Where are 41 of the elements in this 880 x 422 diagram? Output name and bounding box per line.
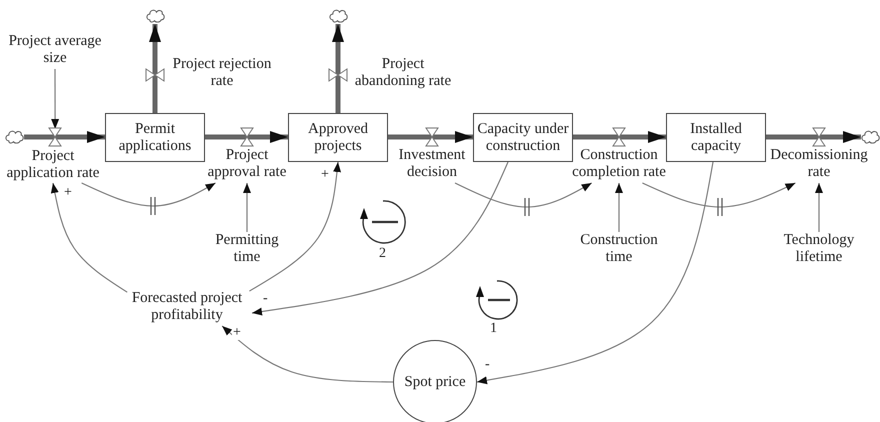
causal-arrow xyxy=(642,182,796,208)
causal-arrow xyxy=(615,183,623,232)
stock-box xyxy=(473,113,573,162)
stock-box xyxy=(666,113,766,162)
variable-label: Decomissioning rate xyxy=(769,147,869,181)
causal-arrow xyxy=(222,326,393,383)
causal-arrow xyxy=(243,183,251,232)
causal-arrow xyxy=(50,182,128,293)
variable-label: Investment decision xyxy=(398,147,466,181)
flow-pipe xyxy=(388,131,473,143)
variable-label: Project average size xyxy=(8,33,102,67)
causal-arrow xyxy=(454,182,592,208)
stock-label: Permit applications xyxy=(118,120,192,154)
stock-box xyxy=(288,113,388,162)
stock-box xyxy=(105,113,205,162)
variable-label: Construction time xyxy=(579,232,659,266)
variable-label: Project abandoning rate xyxy=(354,56,452,90)
flow-pipe xyxy=(24,131,105,143)
flow-pipe xyxy=(149,24,161,113)
causal-arrow xyxy=(81,182,216,207)
flow-pipe xyxy=(205,131,288,143)
polarity-label: + xyxy=(232,326,242,340)
variable-label: Project rejection rate xyxy=(172,56,272,90)
flow-pipe xyxy=(332,24,344,113)
causal-arrow xyxy=(815,183,823,232)
variable-label: Technology lifetime xyxy=(782,232,856,266)
flow-pipe xyxy=(573,131,666,143)
variable-label: Construction completion rate xyxy=(571,147,667,181)
causal-arrow xyxy=(249,162,342,292)
causal-arrow xyxy=(476,162,714,384)
variable-label: Spot price xyxy=(404,374,466,390)
variable-label: Permitting time xyxy=(214,232,280,266)
flow-pipe xyxy=(766,131,861,143)
stock-label: Approved projects xyxy=(307,120,369,154)
stock-label: Installed capacity xyxy=(689,120,743,154)
causal-arrow xyxy=(51,69,60,129)
variable-label: Project approval rate xyxy=(206,147,288,181)
variable-label: Project application rate xyxy=(6,148,100,182)
causal-arrow xyxy=(252,162,508,316)
variable-label: Forecasted project profitability xyxy=(130,290,244,324)
stock-label: Capacity under construction xyxy=(476,120,570,154)
